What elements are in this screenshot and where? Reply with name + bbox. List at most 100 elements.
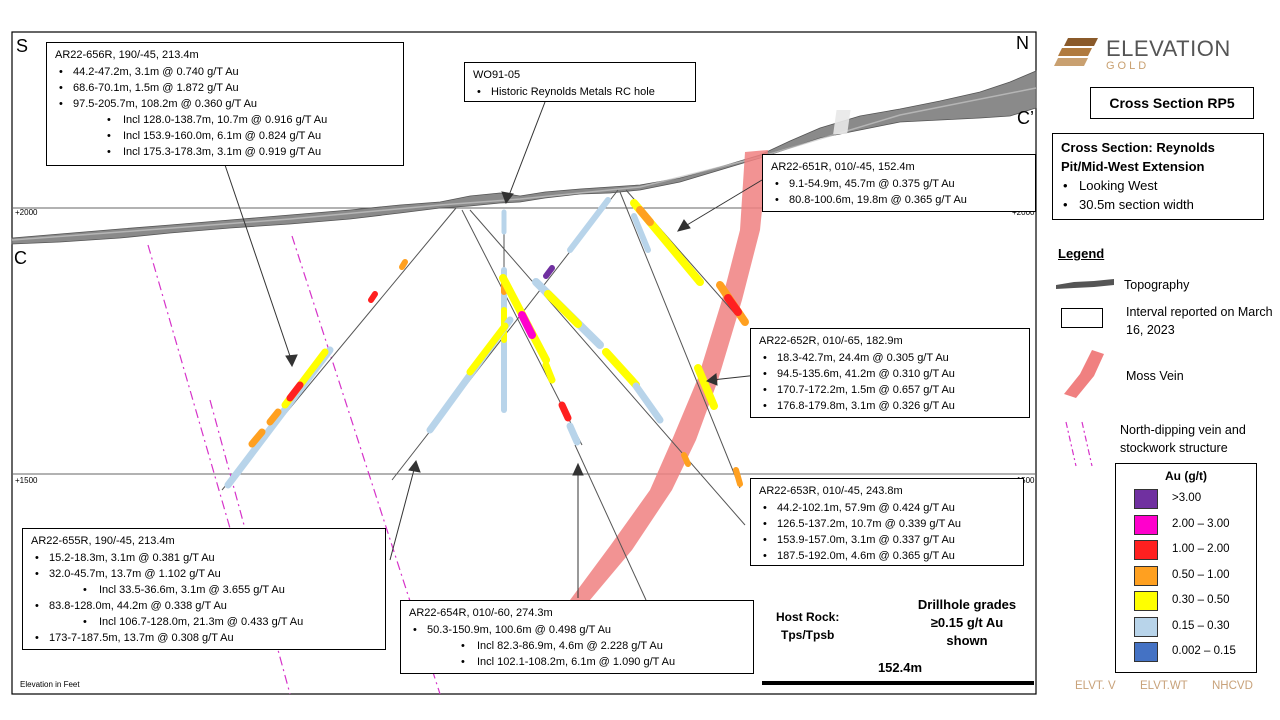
callout-item: 68.6-70.1m, 1.5m @ 1.872 g/T Au <box>55 80 395 96</box>
drillhole-grade-intervals <box>224 197 749 489</box>
elevation-label-1500-left: +1500 <box>15 476 38 485</box>
callout-item: 173-7-187.5m, 13.7m @ 0.308 g/T Au <box>31 630 377 646</box>
callout-item: 97.5-205.7m, 108.2m @ 0.360 g/T Au <box>55 96 395 112</box>
callout-item: 15.2-18.3m, 3.1m @ 0.381 g/T Au <box>31 550 377 566</box>
section-info-box: Cross Section: Reynolds Pit/Mid-West Ext… <box>1052 133 1264 220</box>
au-legend-label: 2.00 – 3.00 <box>1172 517 1230 530</box>
logo-wordmark: ELEVATION <box>1106 36 1231 61</box>
legend-moss-vein-label: Moss Vein <box>1126 369 1184 383</box>
logo-subtitle: GOLD <box>1106 60 1150 72</box>
callout-header: AR22-655R, 190/-45, 213.4m <box>31 535 175 547</box>
callout-sub-item: Incl 106.7-128.0m, 21.3m @ 0.433 g/T Au <box>31 614 377 630</box>
callout-item: 126.5-137.2m, 10.7m @ 0.339 g/T Au <box>759 516 1015 532</box>
drillhole-grades-note: Drillhole grades ≥0.15 g/t Au shown <box>917 597 1017 648</box>
elevation-note: Elevation in Feet <box>20 680 80 689</box>
callout-sub-item: Incl 175.3-178.3m, 3.1m @ 0.919 g/T Au <box>55 144 395 160</box>
callout-wo91-05: WO91-05 Historic Reynolds Metals RC hole <box>464 62 696 102</box>
callout-header: AR22-651R, 010/-45, 152.4m <box>771 161 915 173</box>
footer-code: ELVT.WT <box>1140 680 1188 692</box>
callout-item: 32.0-45.7m, 13.7m @ 1.102 g/T Au <box>31 566 377 582</box>
callout-header: AR22-656R, 190/-45, 213.4m <box>55 49 199 61</box>
callout-header: AR22-652R, 010/-65, 182.9m <box>759 335 903 347</box>
au-legend-row: 0.002 – 0.15 <box>1116 640 1256 666</box>
au-legend-row: 1.00 – 2.00 <box>1116 538 1256 564</box>
au-grade-legend: Au (g/t) >3.00 2.00 – 3.00 1.00 – 2.00 0.50… <box>1115 463 1257 673</box>
compass-north: N <box>1016 33 1029 53</box>
callout-item: 9.1-54.9m, 45.7m @ 0.375 g/T Au <box>771 176 1027 192</box>
moss-vein <box>570 150 768 600</box>
section-info-title: Cross Section: Reynolds Pit/Mid-West Ext… <box>1061 140 1215 174</box>
callout-sub-item: Incl 128.0-138.7m, 10.7m @ 0.916 g/T Au <box>55 112 395 128</box>
au-legend-row: 2.00 – 3.00 <box>1116 513 1256 539</box>
callout-header: AR22-653R, 010/-45, 243.8m <box>759 485 903 497</box>
elevation-label-2000-left: +2000 <box>15 208 38 217</box>
callout-item: 80.8-100.6m, 19.8m @ 0.365 g/T Au <box>771 192 1027 208</box>
callout-ar22-654r: AR22-654R, 010/-60, 274.3m 50.3-150.9m, … <box>400 600 754 674</box>
callout-item: 44.2-47.2m, 3.1m @ 0.740 g/T Au <box>55 64 395 80</box>
callout-header: AR22-654R, 010/-60, 274.3m <box>409 607 553 619</box>
au-legend-label: 0.30 – 0.50 <box>1172 594 1230 606</box>
legend-title: Legend <box>1058 246 1105 261</box>
callout-ar22-655r: AR22-655R, 190/-45, 213.4m 15.2-18.3m, 3… <box>22 528 386 650</box>
au-legend-label: 0.15 – 0.30 <box>1172 619 1230 632</box>
north-dipping-swatch-icon <box>1065 421 1093 467</box>
au-legend-row: 0.30 – 0.50 <box>1116 589 1256 615</box>
host-rock-note: Host Rock: Tps/Tpsb <box>776 610 840 642</box>
callout-ar22-651r: AR22-651R, 010/-45, 152.4m 9.1-54.9m, 45… <box>762 154 1036 212</box>
callout-sub-item: Incl 102.1-108.2m, 6.1m @ 1.090 g/T Au <box>409 654 745 670</box>
au-legend-title: Au (g/t) <box>1165 469 1207 483</box>
au-legend-label: >3.00 <box>1172 492 1202 504</box>
scale-bar-line <box>762 681 1034 685</box>
callout-header: WO91-05 <box>473 69 521 81</box>
section-title-box: Cross Section RP5 <box>1090 87 1254 119</box>
au-legend-swatch <box>1134 540 1158 560</box>
callout-leaders <box>224 101 763 598</box>
legend-topography-label: Topography <box>1124 278 1190 292</box>
callout-sub-item: Incl 153.9-160.0m, 6.1m @ 0.824 g/T Au <box>55 128 395 144</box>
callout-ar22-653r: AR22-653R, 010/-45, 243.8m 44.2-102.1m, … <box>750 478 1024 566</box>
au-legend-swatch <box>1134 514 1158 535</box>
legend-north-dipping-label: North-dipping vein and stockwork structu… <box>1120 423 1246 455</box>
section-marker-c: C <box>14 248 27 268</box>
compass-south: S <box>16 36 29 56</box>
au-legend-row: 0.15 – 0.30 <box>1116 615 1256 641</box>
callout-sub-item: Incl 33.5-36.6m, 3.1m @ 3.655 g/T Au <box>31 582 377 598</box>
au-legend-label: 1.00 – 2.00 <box>1172 543 1230 555</box>
moss-vein-swatch-icon <box>1064 350 1104 398</box>
callout-item: 153.9-157.0m, 3.1m @ 0.337 g/T Au <box>759 532 1015 548</box>
topography-surface <box>11 70 1037 245</box>
au-legend-label: 0.50 – 1.00 <box>1172 568 1230 581</box>
au-legend-swatch <box>1134 565 1158 586</box>
scale-bar-label: 152.4m <box>877 660 923 675</box>
callout-ar22-656r: AR22-656R, 190/-45, 213.4m 44.2-47.2m, 3… <box>46 42 404 166</box>
callout-item: 18.3-42.7m, 24.4m @ 0.305 g/T Au <box>759 350 1021 366</box>
section-frame <box>11 31 1037 695</box>
footer-code: NHCVD <box>1212 680 1253 692</box>
au-legend-swatch <box>1134 616 1158 637</box>
topography-swatch-icon <box>1056 279 1114 289</box>
au-legend-row: 0.50 – 1.00 <box>1116 564 1256 590</box>
callout-ar22-652r: AR22-652R, 010/-65, 182.9m 18.3-42.7m, 2… <box>750 328 1030 418</box>
interval-swatch-icon <box>1061 308 1103 328</box>
au-legend-swatch <box>1134 591 1158 611</box>
section-info-bullet: •30.5m section width <box>1063 197 1194 212</box>
callout-item: Historic Reynolds Metals RC hole <box>473 84 687 100</box>
callout-item: 50.3-150.9m, 100.6m @ 0.498 g/T Au <box>409 622 745 638</box>
footer-code: ELVT. V <box>1075 680 1116 692</box>
callout-item: 83.8-128.0m, 44.2m @ 0.338 g/T Au <box>31 598 377 614</box>
callout-item: 94.5-135.6m, 41.2m @ 0.310 g/T Au <box>759 366 1021 382</box>
au-legend-swatch <box>1134 489 1158 509</box>
au-legend-swatch <box>1134 642 1158 662</box>
au-legend-row: >3.00 <box>1116 487 1256 513</box>
callout-item: 170.7-172.2m, 1.5m @ 0.657 g/T Au <box>759 382 1021 398</box>
section-info-bullet: •Looking West <box>1063 178 1158 193</box>
elevation-gold-logo: ELEVATION GOLD <box>1054 34 1254 74</box>
legend-interval-label: Interval reported on March 16, 2023 <box>1126 305 1273 337</box>
elevation-label-2000-right: +2000 <box>1012 208 1035 217</box>
callout-item: 176.8-179.8m, 3.1m @ 0.326 g/T Au <box>759 398 1021 414</box>
au-legend-label: 0.002 – 0.15 <box>1172 645 1236 657</box>
section-marker-c-prime: C’ <box>1017 108 1034 128</box>
callout-item: 44.2-102.1m, 57.9m @ 0.424 g/T Au <box>759 500 1015 516</box>
callout-sub-item: Incl 82.3-86.9m, 4.6m @ 2.228 g/T Au <box>409 638 745 654</box>
